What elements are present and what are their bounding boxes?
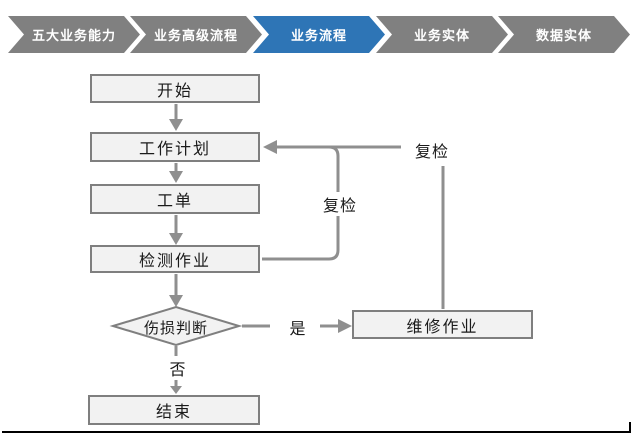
arrowhead-down-into-end [170,386,182,394]
edge-label-yes: 是 [284,315,312,339]
node-end: 结束 [88,395,260,425]
arrowhead-down-4 [169,295,183,307]
edge-label-recheck-from-inspection: 复检 [316,192,364,216]
breadcrumb-item-business-entity[interactable]: 业务实体 [376,16,508,53]
node-damage-decision-label: 伤损判断 [143,319,208,337]
arrowhead-down-1 [169,119,183,131]
node-work-order: 工单 [90,184,260,214]
edge-label-recheck-from-repair: 复检 [408,138,456,162]
node-inspection: 检测作业 [90,245,260,273]
node-repair: 维修作业 [352,310,533,339]
slide-bottom-border-corner [629,422,631,433]
arrowhead-left-into-plan [263,140,277,154]
arrowhead-down-3 [169,233,183,245]
breadcrumb: 五大业务能力 业务高级流程 业务流程 业务实体 数据实体 [0,0,634,60]
breadcrumb-item-business-process[interactable]: 业务流程 [253,16,385,53]
arrowhead-right-into-repair [338,319,352,333]
breadcrumb-item-business-high-level-process[interactable]: 业务高级流程 [130,16,262,53]
breadcrumb-item-business-capabilities[interactable]: 五大业务能力 [8,16,140,53]
node-work-plan: 工作计划 [90,132,260,162]
slide-bottom-border [2,431,631,433]
arrowhead-down-2 [169,171,183,183]
edge-label-no: 否 [164,356,192,380]
breadcrumb-item-data-entity[interactable]: 数据实体 [498,16,630,53]
node-start: 开始 [90,74,260,103]
decision-diamond [109,305,243,347]
